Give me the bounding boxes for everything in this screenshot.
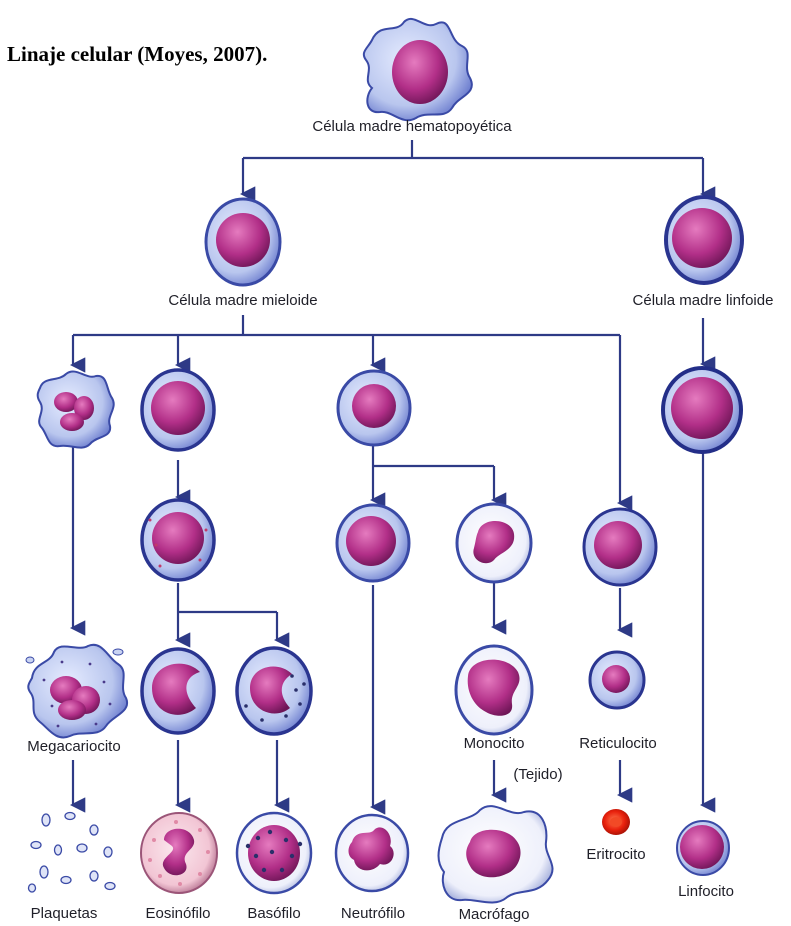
label-tissue: (Tejido)	[513, 766, 562, 783]
lymphoblast-icon	[663, 368, 741, 452]
myeloid-branch-line	[73, 315, 620, 335]
monoblast-icon	[457, 504, 531, 582]
promyelocyte-icon	[142, 500, 214, 580]
label-platelets: Plaquetas	[31, 905, 98, 922]
neutrophil-icon	[336, 815, 408, 891]
myeloid-stem-cell-icon	[206, 199, 280, 285]
lymphoid-stem-cell-icon	[666, 197, 742, 283]
eosinophil-icon	[141, 813, 217, 893]
label-eosinophil: Eosinófilo	[145, 905, 210, 922]
label-basophil: Basófilo	[247, 905, 300, 922]
hsc-branch-line	[243, 140, 703, 158]
label-lymphocyte: Linfocito	[678, 883, 734, 900]
macrophage-icon	[439, 806, 553, 902]
label-neutrophil: Neutrófilo	[341, 905, 405, 922]
label-erythrocyte: Eritrocito	[586, 846, 645, 863]
label-myeloid-stem-cell: Célula madre mieloide	[168, 292, 317, 309]
eosinophil-myelocyte-icon	[142, 649, 214, 733]
granulocyte-branch-line	[178, 583, 277, 612]
normoblast-icon	[590, 652, 644, 708]
basophil-icon	[237, 813, 311, 893]
megakaryoblast-icon	[38, 371, 114, 447]
label-monocyte: Monocito	[464, 735, 525, 752]
label-hsc: Célula madre hematopoyética	[312, 118, 511, 135]
neutrophil-precursor-icon	[337, 505, 409, 581]
label-macrophage: Macrófago	[459, 906, 530, 923]
label-megakaryocyte: Megacariocito	[27, 738, 120, 755]
label-lymphoid-stem-cell: Célula madre linfoide	[633, 292, 774, 309]
megakaryocyte-icon	[26, 645, 127, 738]
myeloblast-icon	[142, 370, 214, 450]
diagram-title: Linaje celular (Moyes, 2007).	[7, 42, 267, 67]
platelets-icon	[29, 813, 116, 893]
granulocyte-monocyte-progenitor-icon	[338, 371, 410, 445]
progenitor-branch-line	[373, 445, 494, 466]
erythrocyte-icon	[602, 809, 630, 835]
erythroblast-icon	[584, 509, 656, 585]
monocyte-icon	[456, 646, 532, 734]
basophil-myelocyte-icon	[237, 648, 311, 734]
hsc-cell-icon	[364, 19, 472, 120]
lymphocyte-icon	[677, 821, 729, 875]
label-reticulocyte: Reticulocito	[579, 735, 657, 752]
